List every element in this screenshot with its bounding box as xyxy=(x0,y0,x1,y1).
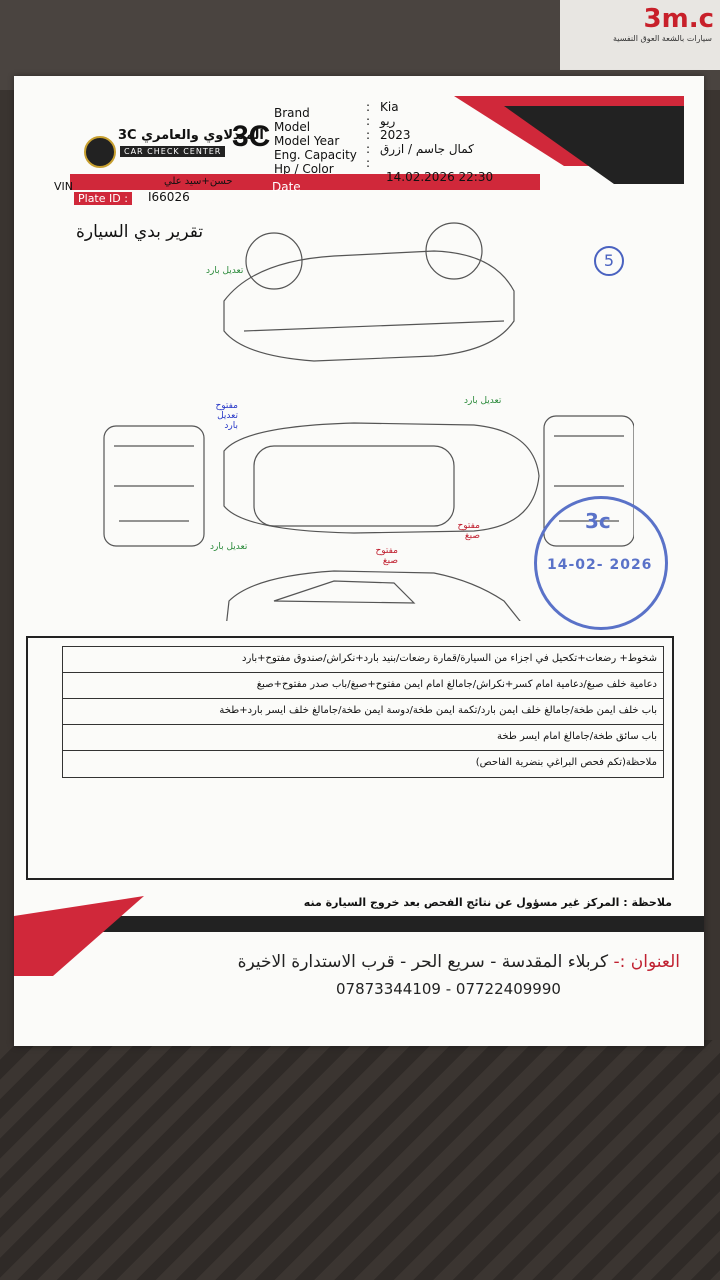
corner-brand: 3m.c xyxy=(643,4,714,34)
brand-label: Brand xyxy=(274,106,310,120)
field-colons: ::::: xyxy=(366,100,371,170)
logo-emblem-icon xyxy=(84,136,116,168)
car-top-view xyxy=(223,422,540,534)
vin-label: VIN xyxy=(54,180,73,193)
disclaimer: ملاحظة : المركز غير مسؤول عن نتائج الفحص… xyxy=(303,896,672,909)
color-label: Hp / Color xyxy=(274,162,334,176)
phone-numbers: 07873344109 - 07722409990 xyxy=(336,980,561,998)
field-labels: Brand Model Model Year Eng. Capacity Hp … xyxy=(274,106,357,176)
stamp-date: 14-02- 2026 xyxy=(547,557,653,573)
note-front: مفتوح تعديل بارد xyxy=(215,401,238,431)
car-side-view xyxy=(226,570,521,621)
year-value: 2023 xyxy=(380,128,411,142)
table-row: شخوط+ رضعات+تكحيل في اجزاء من السيارة/قم… xyxy=(62,646,664,673)
year-label: Model Year xyxy=(274,134,340,148)
table-row: ملاحظة(تكم فحص البراغي بنضرية الفاحص) xyxy=(62,750,664,778)
note-front-fender: مفتوح صبغ xyxy=(375,546,398,566)
address-text: كربلاء المقدسة - سريع الحر - قرب الاستدا… xyxy=(237,952,609,972)
logo-arabic-name: المندلاوي والعامري 3C xyxy=(118,128,264,143)
row-text: باب سائق طخة/جامالغ امام ايسر طخة xyxy=(497,731,657,742)
table-row: باب سائق طخة/جامالغ امام ايسر طخة xyxy=(62,724,664,751)
note-hood: تعديل بارد xyxy=(206,266,244,276)
car-top-view-upper xyxy=(223,222,515,362)
report-title: تقرير بدي السيارة xyxy=(76,222,204,242)
table-row: دعامية خلف صبغ/دعامية امام كسر+نكراش/جام… xyxy=(62,672,664,699)
brand-value: Kia xyxy=(380,100,399,114)
logo-3c-mark: 3C xyxy=(232,120,271,153)
row-text: ملاحظة(تكم فحص البراغي بنضرية الفاحص) xyxy=(475,757,657,768)
stamp-logo: 3c xyxy=(585,509,611,533)
header-decoration xyxy=(454,96,684,184)
findings-table: شخوط+ رضعات+تكحيل في اجزاء من السيارة/قم… xyxy=(26,636,674,880)
row-text: دعامية خلف صبغ/دعامية امام كسر+نكراش/جام… xyxy=(256,679,657,690)
date-value: 14.02.2026 22:30 xyxy=(386,170,494,184)
inspection-stamp: 3c 14-02- 2026 xyxy=(534,496,668,630)
note-rear-door: تعديل بارد xyxy=(210,542,248,552)
row-text: باب خلف ايمن طخة/جامالغ خلف ايمن بارد/تك… xyxy=(219,705,657,716)
model-value: ريو xyxy=(380,114,396,128)
table-row: باب خلف ايمن طخة/جامالغ خلف ايمن بارد/تك… xyxy=(62,698,664,725)
footer-band xyxy=(14,916,704,932)
plate-value: I66026 xyxy=(148,190,190,204)
model-label: Model xyxy=(274,120,311,134)
color-value: كمال جاسم / ازرق xyxy=(380,142,474,156)
inspection-sheet: المندلاوي والعامري 3C CAR CHECK CENTER 3… xyxy=(14,76,704,1046)
footer-decoration xyxy=(14,896,144,976)
info-bar xyxy=(70,174,540,190)
row-text: شخوط+ رضعات+تكحيل في اجزاء من السيارة/قم… xyxy=(242,653,657,664)
address-label: العنوان :- xyxy=(613,952,681,972)
page-number: 5 xyxy=(594,246,624,276)
capacity-label: Eng. Capacity xyxy=(274,148,357,162)
background-fabric xyxy=(0,1040,720,1280)
logo-english-name: CAR CHECK CENTER xyxy=(120,146,226,157)
owner-name: حسن+سيد علي xyxy=(164,176,233,187)
address: العنوان :- كربلاء المقدسة - سريع الحر - … xyxy=(238,952,680,972)
field-values: Kia ريو 2023 كمال جاسم / ازرق xyxy=(380,100,474,156)
date-label: Date xyxy=(272,180,301,194)
corner-tagline: سيارات بالشعة العوق النفسية xyxy=(612,34,712,43)
car-front-view xyxy=(103,425,205,547)
note-bumper: مفتوح صبغ xyxy=(457,521,480,541)
corner-card: 3m.c سيارات بالشعة العوق النفسية xyxy=(560,0,720,70)
note-right-side: تعديل بارد xyxy=(464,396,502,406)
plate-label: Plate ID : xyxy=(74,192,132,205)
